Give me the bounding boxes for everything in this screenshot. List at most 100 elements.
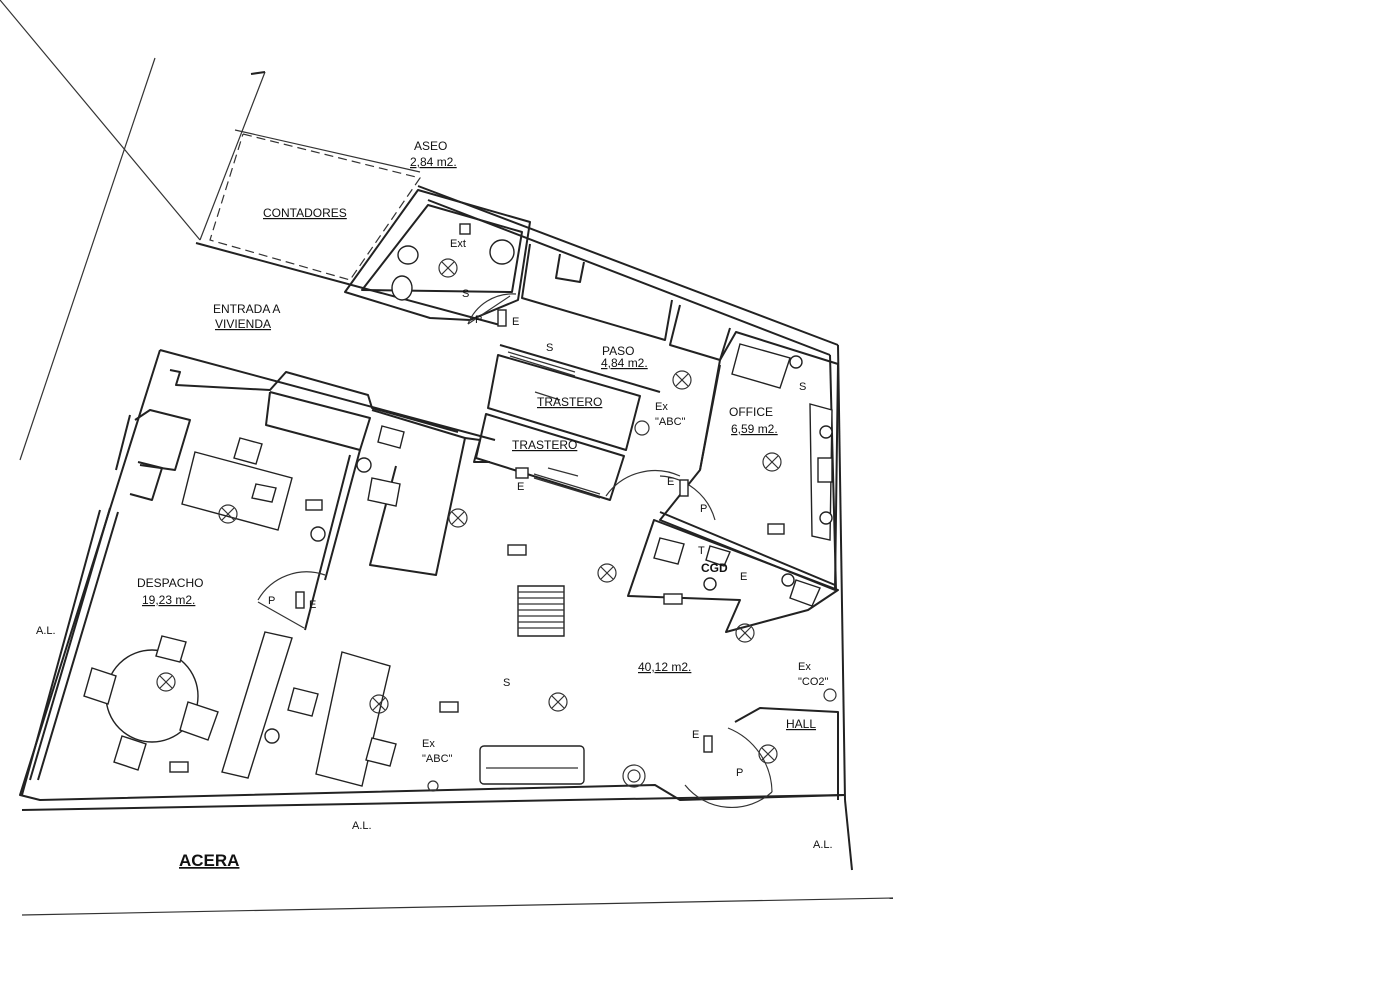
extinguisher-icon — [823, 688, 837, 702]
aseo-area: 2,84 m2. — [410, 155, 457, 169]
extractor-icon — [459, 223, 471, 235]
e-marker: E — [512, 316, 519, 328]
aseo-fixtures — [391, 223, 515, 301]
ex-abc-top-line1: Ex — [655, 401, 668, 413]
light-icon — [548, 692, 568, 712]
cgd-cabin-walls — [627, 519, 839, 633]
emergency-light-icon — [663, 593, 683, 605]
ext-label: Ext — [450, 238, 466, 250]
light-icon — [218, 504, 238, 524]
light-icon — [448, 508, 468, 528]
light-icon — [758, 744, 778, 764]
s-marker: S — [503, 677, 510, 689]
p-marker: P — [736, 767, 743, 779]
p-marker: P — [700, 503, 707, 515]
ex-abc-top-line2: "ABC" — [655, 416, 686, 428]
emergency-light-icon — [439, 701, 459, 713]
door-switches — [295, 309, 713, 753]
outlet-icon — [356, 457, 372, 473]
office-area: 6,59 m2. — [731, 422, 778, 436]
light-icon — [672, 370, 692, 390]
outer-edges — [19, 57, 894, 916]
main-area: 40,12 m2. — [638, 660, 691, 674]
e-marker: E — [517, 481, 524, 493]
despacho-furniture — [83, 425, 405, 779]
extinguisher-icon — [634, 420, 650, 436]
e-marker: E — [667, 476, 674, 488]
trastero2-name: TRASTERO — [512, 438, 577, 452]
contadores-zone — [0, 0, 421, 281]
switch-icon — [497, 309, 507, 327]
p-marker: P — [268, 595, 275, 607]
trastero-rooms — [475, 351, 641, 501]
al-marker: A.L. — [36, 625, 56, 637]
entrada-line2: VIVIENDA — [215, 317, 271, 331]
ex-co2-line1: Ex — [798, 661, 811, 673]
entrada-line1: ENTRADA A — [213, 302, 280, 316]
p-marker: P — [475, 314, 482, 326]
outlet-icon — [789, 355, 803, 369]
aseo-name: ASEO — [414, 139, 447, 153]
hall-name: HALL — [786, 717, 816, 731]
hall-walls — [684, 707, 839, 809]
extinguisher-icon — [427, 780, 439, 792]
emergency-light-icon — [767, 523, 785, 535]
s-marker: S — [546, 342, 553, 354]
e-marker: E — [309, 599, 316, 611]
upper-outer-wall — [417, 185, 846, 801]
contadores-name: CONTADORES — [263, 206, 347, 220]
ex-abc-bottom-line2: "ABC" — [422, 753, 453, 765]
emergency-light-icon — [169, 761, 189, 773]
e-marker: E — [740, 571, 747, 583]
light-icon — [735, 623, 755, 643]
main-room-furniture — [287, 469, 716, 788]
outlet-icon — [819, 425, 833, 439]
light-icon — [156, 672, 176, 692]
despacho-area: 19,23 m2. — [142, 593, 195, 607]
light-icon — [369, 694, 389, 714]
outlet-icon — [703, 577, 717, 591]
main-room-walls — [19, 349, 846, 811]
aseo-room-walls — [344, 189, 531, 325]
office-room-walls — [659, 331, 839, 591]
al-marker: A.L. — [352, 820, 372, 832]
t-label: T — [698, 545, 705, 557]
extinguishers — [427, 420, 837, 792]
outlet-icon — [310, 526, 326, 542]
toilet-icon — [391, 275, 413, 301]
al-marker: A.L. — [813, 839, 833, 851]
emergency-light-icon — [305, 499, 323, 511]
ex-abc-bottom-line1: Ex — [422, 738, 435, 750]
street-label: ACERA — [179, 851, 239, 870]
despacho-name: DESPACHO — [137, 576, 203, 590]
stair-lines — [518, 591, 564, 629]
light-icon — [597, 563, 617, 583]
outlet-icon — [819, 511, 833, 525]
office-name: OFFICE — [729, 405, 773, 419]
sink-icon — [489, 239, 515, 265]
switch-icon — [679, 479, 689, 497]
paso-area: 4,84 m2. — [601, 356, 648, 370]
cooktop-icon — [817, 457, 833, 483]
s-marker: S — [799, 381, 806, 393]
cgd-label: CGD — [701, 561, 728, 575]
emergency-light-icon — [507, 544, 527, 556]
emergency-lights — [169, 499, 785, 773]
light-fixtures — [156, 258, 782, 764]
light-icon — [438, 258, 458, 278]
ex-co2-line2: "CO2" — [798, 676, 829, 688]
entrada-corridor — [159, 242, 501, 441]
switch-icon — [515, 467, 529, 479]
light-icon — [762, 452, 782, 472]
switch-icon — [703, 735, 713, 753]
s-marker: S — [462, 288, 469, 300]
paso-name: PASO — [602, 344, 634, 358]
outlet-icon — [264, 728, 280, 744]
trastero1-name: TRASTERO — [537, 395, 602, 409]
outlet-icon — [781, 573, 795, 587]
outlets — [264, 355, 833, 744]
switch-icon — [295, 591, 305, 609]
e-marker: E — [692, 729, 699, 741]
bidet-icon — [397, 245, 419, 265]
